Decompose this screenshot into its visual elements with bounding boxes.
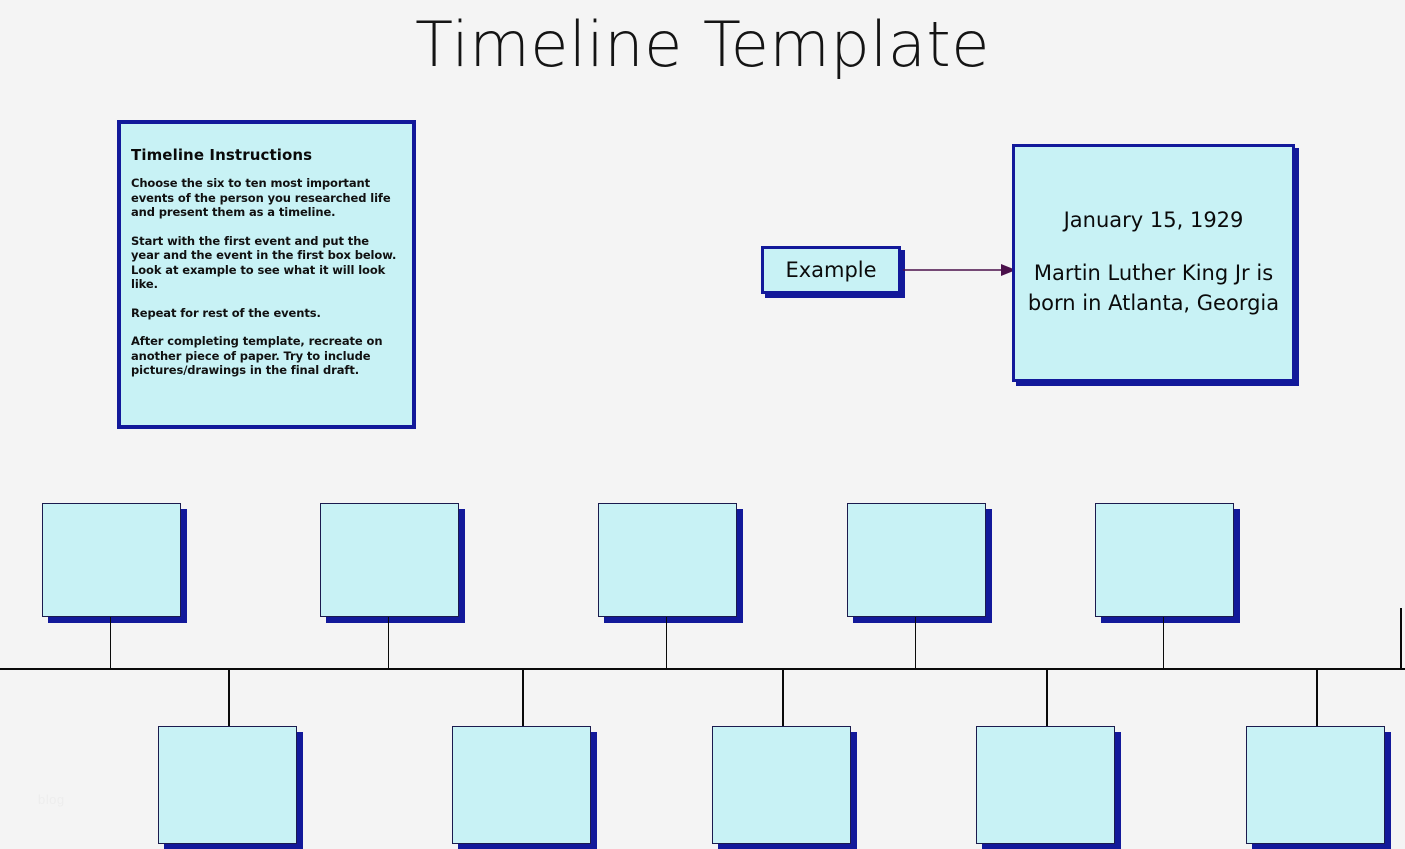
example-content-box: January 15, 1929 Martin Luther King Jr i… [1012, 144, 1295, 382]
instructions-paragraph-4: After completing template, recreate on a… [131, 334, 383, 377]
example-label-box: Example [761, 246, 901, 294]
arrow-right-icon [903, 264, 1016, 276]
upper-connector-4 [915, 617, 916, 668]
lower-connector-3 [782, 668, 784, 726]
upper-event-box-1[interactable] [42, 503, 181, 617]
lower-connector-2 [522, 668, 524, 726]
watermark: blog [38, 792, 65, 807]
upper-connector-2 [388, 617, 389, 668]
lower-connector-4 [1046, 668, 1048, 726]
upper-event-box-4[interactable] [847, 503, 986, 617]
instructions-paragraph-3: Repeat for rest of the events. [131, 305, 321, 320]
lower-event-box-3[interactable] [712, 726, 851, 844]
timeline-right-end-tick [1400, 608, 1402, 668]
upper-connector-1 [110, 617, 111, 668]
upper-event-box-5[interactable] [1095, 503, 1234, 617]
lower-event-box-2[interactable] [452, 726, 591, 844]
upper-connector-5 [1163, 617, 1164, 668]
example-event-text: Martin Luther King Jr is born in Atlanta… [1027, 261, 1280, 315]
instructions-paragraph-1: Choose the six to ten most important eve… [131, 176, 391, 219]
instructions-heading: Timeline Instructions [131, 146, 313, 164]
example-label-text: Example [785, 258, 877, 282]
upper-event-box-3[interactable] [598, 503, 737, 617]
upper-event-box-2[interactable] [320, 503, 459, 617]
lower-event-box-1[interactable] [158, 726, 297, 844]
instructions-content: Timeline Instructions Choose the six to … [131, 146, 402, 392]
lower-connector-1 [228, 668, 230, 726]
lower-event-box-5[interactable] [1246, 726, 1385, 844]
upper-connector-3 [666, 617, 667, 668]
instructions-paragraph-2: Start with the first event and put the y… [131, 233, 397, 292]
page-title: Timeline Template [415, 8, 990, 81]
lower-event-box-4[interactable] [976, 726, 1115, 844]
lower-connector-5 [1316, 668, 1318, 726]
timeline-axis [0, 668, 1405, 670]
instructions-panel: Timeline Instructions Choose the six to … [117, 120, 416, 429]
example-date: January 15, 1929 [1063, 208, 1244, 232]
